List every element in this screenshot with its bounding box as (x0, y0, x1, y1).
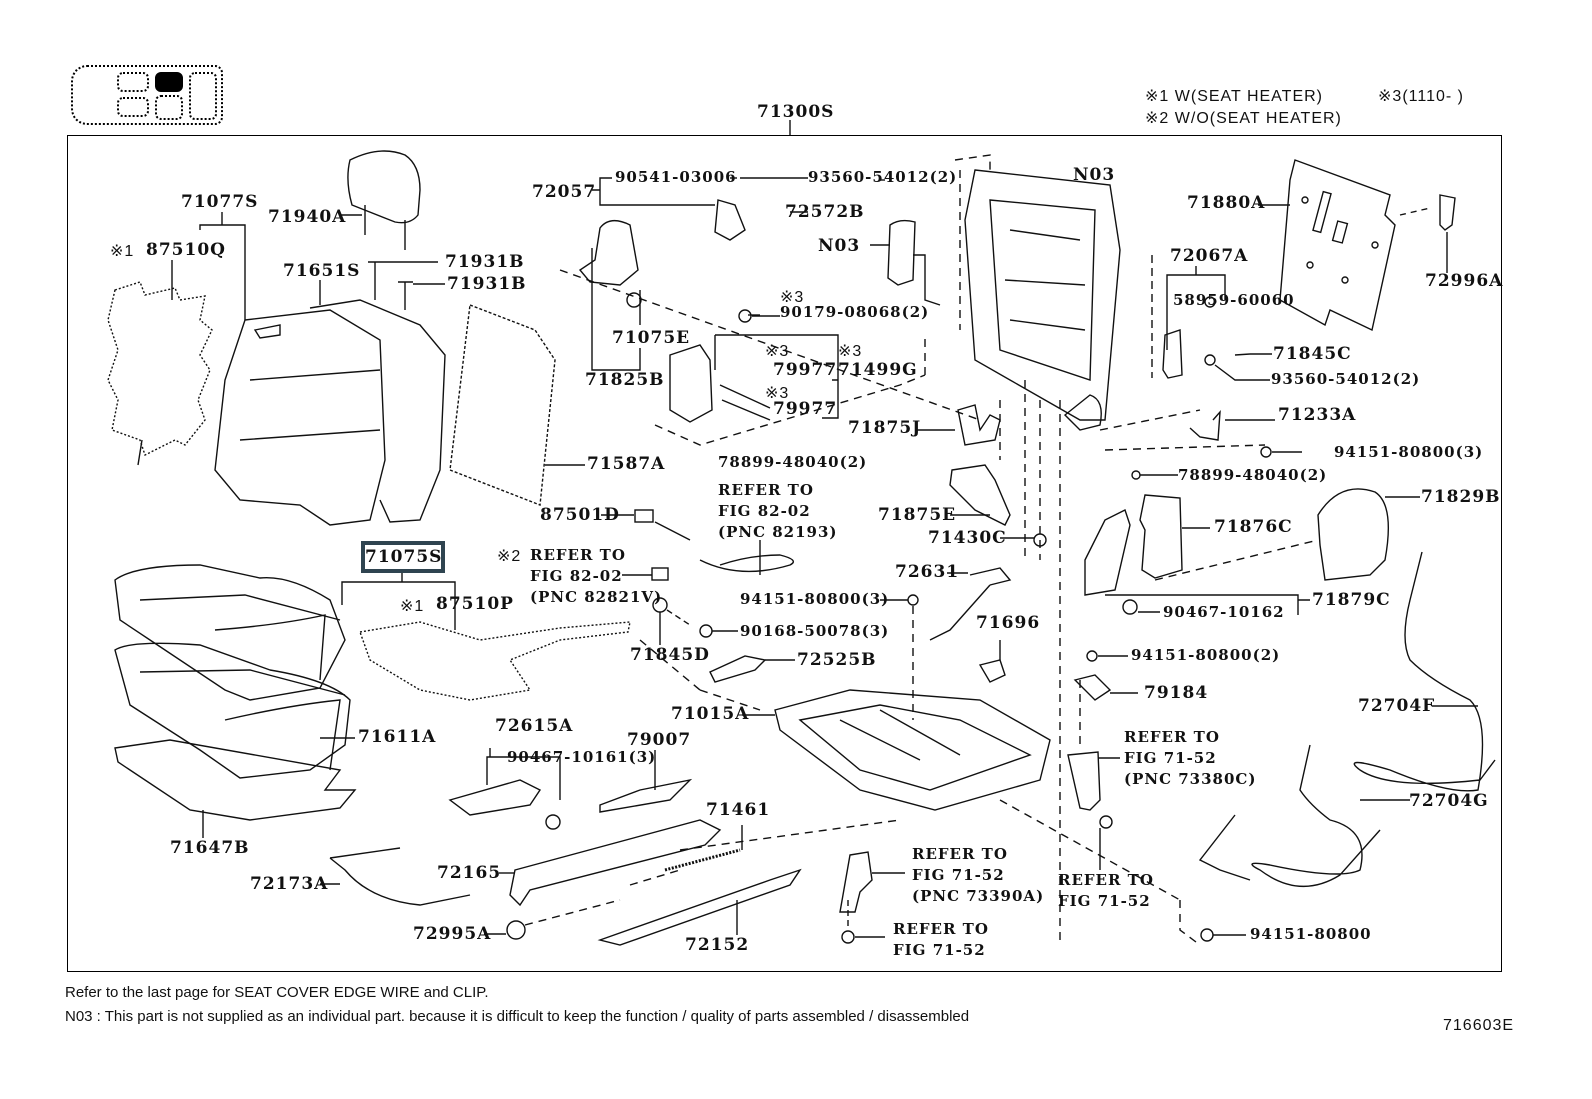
part-label-87510Q[interactable]: 87510Q (146, 240, 226, 260)
part-label-78899-48040[interactable]: 78899-48040(2) (1178, 466, 1328, 484)
mark-2: ※2 (497, 548, 522, 565)
mark-3: ※3 (765, 343, 790, 360)
part-label-71829B[interactable]: 71829B (1421, 487, 1501, 507)
part-label-93560-54012[interactable]: 93560-54012(2) (1271, 370, 1421, 388)
part-label-72631[interactable]: 72631 (895, 562, 960, 582)
figure-id: 716603E (1443, 1017, 1515, 1034)
mark-1: ※1 (110, 243, 135, 260)
legend-item-3: ※3(1110- ) (1378, 88, 1464, 105)
part-label-78899-48040[interactable]: 78899-48040(2) (718, 453, 868, 471)
part-label-72572B[interactable]: 72572B (785, 202, 865, 222)
part-label-79977[interactable]: 79977 (773, 399, 838, 419)
reference-note-73390A[interactable]: REFER TO FIG 71-52 (PNC 73390A) (912, 845, 1045, 905)
reference-note-82193[interactable]: REFER TO FIG 82-02 (PNC 82193) (718, 481, 838, 541)
part-label-71845D[interactable]: 71845D (630, 645, 710, 665)
part-label-71015A[interactable]: 71015A (671, 704, 750, 724)
part-label-72057[interactable]: 72057 (532, 182, 597, 202)
part-label-94151-80800[interactable]: 94151-80800 (1250, 925, 1372, 943)
part-label-71461[interactable]: 71461 (706, 800, 771, 820)
part-label-71825B[interactable]: 71825B (585, 370, 665, 390)
part-label-94151-80800[interactable]: 94151-80800(2) (1131, 646, 1281, 664)
part-label-71075E[interactable]: 71075E (612, 328, 691, 348)
reference-note-82821V[interactable]: REFER TO FIG 82-02 (PNC 82821V) (530, 546, 663, 606)
part-label-71611A[interactable]: 71611A (358, 727, 437, 747)
part-label-58959-60060[interactable]: 58959-60060 (1173, 291, 1295, 309)
part-label-71651S[interactable]: 71651S (283, 261, 361, 281)
part-label-72995A[interactable]: 72995A (413, 924, 492, 944)
part-label-N03[interactable]: N03 (1073, 165, 1116, 185)
footer-note-edge-wire: Refer to the last page for SEAT COVER ED… (65, 984, 489, 1001)
part-label-94151-80800[interactable]: 94151-80800(3) (1334, 443, 1484, 461)
part-label-79184[interactable]: 79184 (1144, 683, 1209, 703)
part-label-87510P[interactable]: 87510P (436, 594, 514, 614)
part-label-72704G[interactable]: 72704G (1409, 791, 1489, 811)
main-assembly-label[interactable]: 71300S (757, 102, 835, 122)
mark-1: ※1 (400, 598, 425, 615)
seat-cell-selected (155, 72, 183, 92)
seat-position-indicator (71, 65, 223, 125)
reference-note-71-52[interactable]: REFER TO FIG 71-52 (1058, 871, 1154, 910)
part-label-72615A[interactable]: 72615A (495, 716, 574, 736)
part-label-72704F[interactable]: 72704F (1358, 696, 1436, 716)
part-label-71499G[interactable]: 71499G (838, 360, 918, 380)
part-label-93560-54012[interactable]: 93560-54012(2) (808, 168, 958, 186)
part-label-94151-80800[interactable]: 94151-80800(3) (740, 590, 890, 608)
part-label-71940A[interactable]: 71940A (268, 207, 347, 227)
part-label-72067A[interactable]: 72067A (1170, 246, 1249, 266)
part-label-72152[interactable]: 72152 (685, 935, 750, 955)
part-label-72525B[interactable]: 72525B (797, 650, 877, 670)
part-label-71233A[interactable]: 71233A (1278, 405, 1357, 425)
seat-cell (189, 72, 217, 120)
seat-cell (155, 95, 183, 120)
mark-3: ※3 (780, 289, 805, 306)
part-label-71075S[interactable]: 71075S (365, 547, 443, 567)
seat-cell (117, 72, 149, 92)
part-label-71931B[interactable]: 71931B (445, 252, 525, 272)
part-label-71696[interactable]: 71696 (976, 613, 1041, 633)
part-label-90541-03006[interactable]: 90541-03006 (615, 168, 737, 186)
part-label-71647B[interactable]: 71647B (170, 838, 250, 858)
seat-cell (117, 97, 149, 117)
part-label-90467-10162[interactable]: 90467-10162 (1163, 603, 1285, 621)
part-label-71875J[interactable]: 71875J (848, 418, 922, 438)
reference-note-73380C[interactable]: REFER TO FIG 71-52 (PNC 73380C) (1124, 728, 1257, 788)
part-label-71430C[interactable]: 71430C (928, 528, 1007, 548)
part-label-90467-10161[interactable]: 90467-10161(3) (507, 748, 657, 766)
part-label-N03[interactable]: N03 (818, 236, 861, 256)
part-label-71077S[interactable]: 71077S (181, 192, 259, 212)
part-label-72165[interactable]: 72165 (437, 863, 502, 883)
part-label-71931B[interactable]: 71931B (447, 274, 527, 294)
diagram-frame (67, 135, 1502, 972)
part-label-71875E[interactable]: 71875E (878, 505, 957, 525)
part-label-72173A[interactable]: 72173A (250, 874, 329, 894)
footer-note-n03: N03 : This part is not supplied as an in… (65, 1008, 970, 1025)
mark-3: ※3 (838, 343, 863, 360)
legend-item-2: ※2 W/O(SEAT HEATER) (1145, 110, 1342, 127)
part-label-71587A[interactable]: 71587A (587, 454, 666, 474)
part-label-90179-08068[interactable]: 90179-08068(2) (780, 303, 930, 321)
highlighted-part-box[interactable]: 71075S (361, 541, 445, 573)
part-label-71879C[interactable]: 71879C (1312, 590, 1391, 610)
part-label-90168-50078[interactable]: 90168-50078(3) (740, 622, 890, 640)
part-label-79977[interactable]: 79977 (773, 360, 838, 380)
part-label-71876C[interactable]: 71876C (1214, 517, 1293, 537)
legend-item-1: ※1 W(SEAT HEATER) (1145, 88, 1323, 105)
part-label-71845C[interactable]: 71845C (1273, 344, 1352, 364)
reference-note-71-52[interactable]: REFER TO FIG 71-52 (893, 920, 989, 959)
part-label-71880A[interactable]: 71880A (1187, 193, 1266, 213)
mark-3: ※3 (765, 385, 790, 402)
part-label-87501D[interactable]: 87501D (540, 505, 620, 525)
part-label-79007[interactable]: 79007 (627, 730, 692, 750)
part-label-72996A[interactable]: 72996A (1425, 271, 1504, 291)
